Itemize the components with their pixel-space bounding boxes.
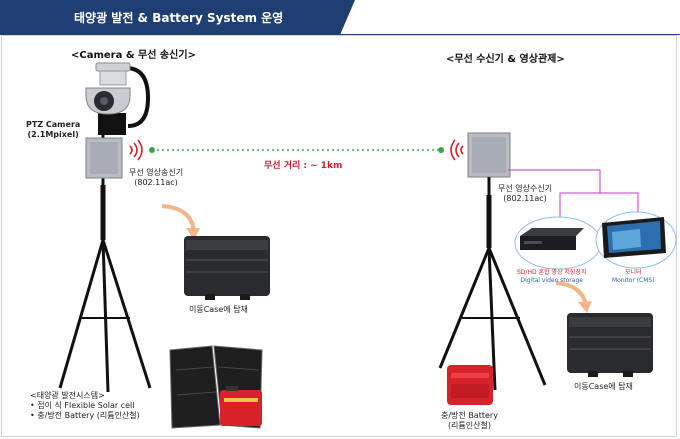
ptz-camera-icon [86, 63, 148, 135]
battery-left-icon [220, 386, 262, 426]
solar-list-item: • 접이 식 Flexible Solar cell [30, 401, 140, 411]
transmitter-label: 무선 영상송신기(802.11ac) [129, 168, 183, 188]
right-section-title: <무선 수신기 & 영상관제> [446, 50, 565, 65]
video-storage-icon [515, 217, 601, 269]
battery-label: 충/방전 Battery(리튬인산철) [441, 411, 498, 431]
signal-waves-left-icon [130, 140, 142, 160]
wireless-range-label: 무선 거리 : ~ 1km [264, 158, 342, 171]
left-section-title: <Camera & 무선 송신기> [71, 46, 196, 61]
solar-list-item: • 충/방전 Battery (리튬인산철) [30, 411, 140, 421]
carrying-case-right-icon [567, 313, 653, 377]
case-right-label: 이동Case에 탑재 [574, 382, 633, 392]
solar-list-heading: <태양광 발전시스템> [30, 391, 140, 401]
solar-system-list: <태양광 발전시스템> • 접이 식 Flexible Solar cell •… [30, 391, 140, 421]
receiver-label: 무선 영상수신기(802.11ac) [498, 184, 552, 204]
monitor-icon [596, 212, 676, 268]
carrying-case-left-icon [184, 236, 270, 300]
receiver-panel-icon [468, 133, 510, 177]
signal-waves-right-icon [451, 140, 463, 160]
battery-right-icon [447, 365, 493, 405]
camera-label: PTZ Camera(2.1Mpixel) [26, 120, 80, 140]
transmitter-panel-icon [86, 138, 122, 178]
arrow-to-case-right-icon [556, 283, 586, 305]
link-endpoint-right [438, 147, 444, 153]
case-left-label: 이동Case에 탑재 [189, 305, 248, 315]
